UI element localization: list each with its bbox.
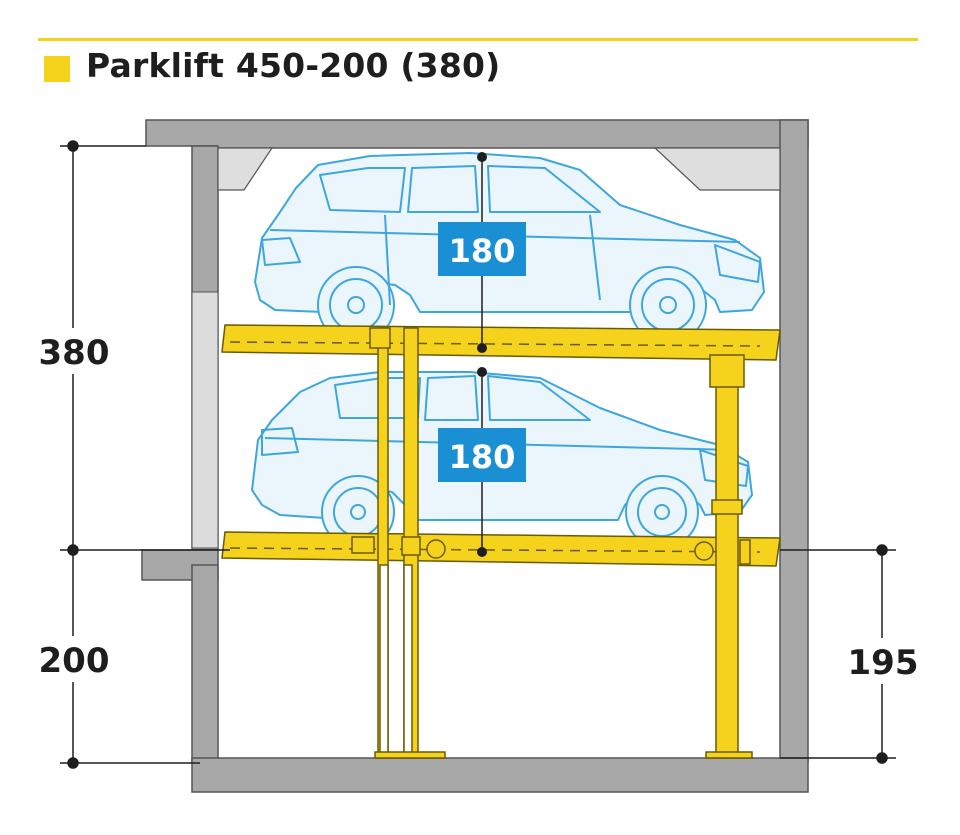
lower-car-height-label: 180 bbox=[449, 438, 516, 476]
door-opening bbox=[191, 291, 219, 549]
lower-height-marker: 180 bbox=[438, 367, 526, 557]
lower-clearance-dimension: 195 bbox=[848, 643, 919, 683]
title-marker bbox=[44, 56, 70, 82]
page-title: Parklift 450-200 (380) bbox=[86, 46, 501, 85]
title-rule bbox=[38, 38, 918, 41]
upper-height-dimension: 380 bbox=[39, 333, 110, 373]
right-dimension bbox=[780, 544, 896, 764]
dim-bg-pit bbox=[34, 636, 116, 682]
ceiling-haunch-right bbox=[653, 147, 781, 191]
lift-structure bbox=[221, 324, 781, 759]
pit-depth-dimension: 200 bbox=[39, 641, 110, 681]
dim-bg-upper bbox=[34, 328, 116, 374]
ceiling-haunch-left bbox=[217, 147, 274, 191]
upper-height-marker: 180 bbox=[438, 152, 526, 353]
dim-bg-right bbox=[844, 638, 922, 684]
upper-car-height-label: 180 bbox=[449, 232, 516, 270]
